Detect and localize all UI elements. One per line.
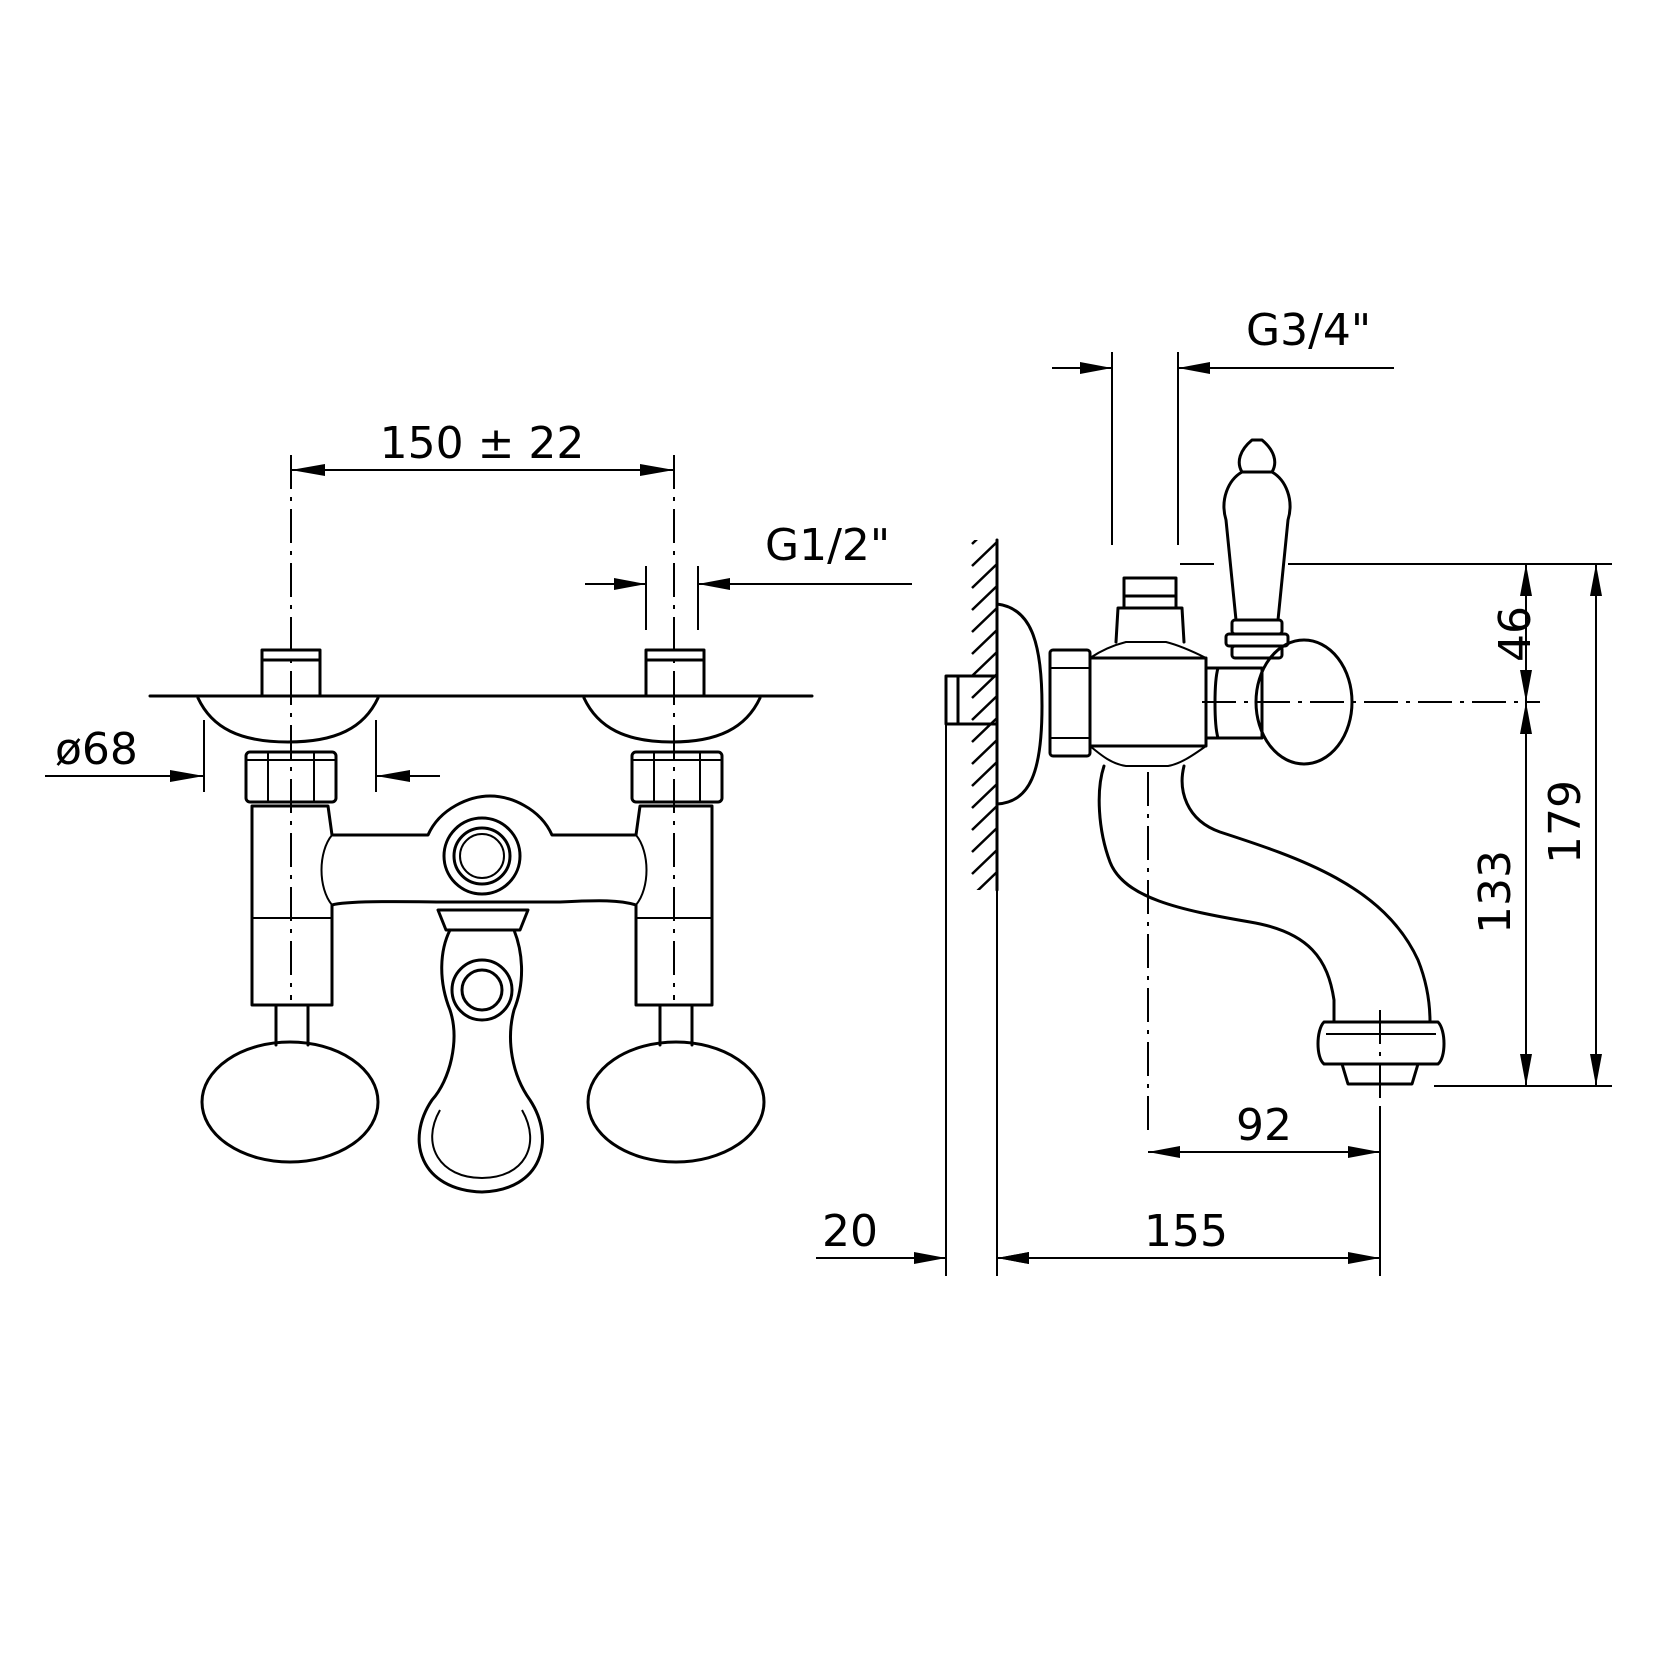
side-wall xyxy=(971,538,999,892)
dim-escutcheon-diameter: ø68 xyxy=(45,720,440,792)
dim-centers: 150 ± 22 xyxy=(291,418,674,476)
dim-centers-label: 150 ± 22 xyxy=(380,418,585,469)
wall-hatching xyxy=(148,694,814,698)
dim-height-total: 179 xyxy=(1540,564,1602,1086)
right-handle-stem xyxy=(658,1003,694,1047)
dim-total-projection-label: 155 xyxy=(1144,1206,1228,1257)
dim-escutcheon-diameter-label: ø68 xyxy=(55,724,138,775)
mixer-body xyxy=(250,794,714,1007)
dim-spout-reach-label: 92 xyxy=(1236,1100,1292,1151)
diverter-knob xyxy=(442,816,522,896)
side-body xyxy=(1088,641,1208,767)
dim-total-projection: 155 xyxy=(997,1206,1380,1264)
dim-escutcheon-depth: 20 xyxy=(816,1206,1029,1264)
dim-height-upper-label: 46 xyxy=(1490,606,1541,662)
dim-height-total-label: 179 xyxy=(1540,780,1591,864)
dim-outlet-thread: G3/4" xyxy=(1052,305,1394,545)
dim-escutcheon-depth-label: 20 xyxy=(822,1206,878,1257)
right-hex-nut xyxy=(630,750,724,804)
side-top-nipple xyxy=(1114,576,1186,644)
left-handle-knob xyxy=(200,1040,380,1164)
lever-handle xyxy=(1222,438,1292,660)
left-escutcheon xyxy=(196,696,380,744)
dim-inlet-thread: G1/2" xyxy=(585,520,912,630)
left-handle-stem xyxy=(274,1003,310,1047)
side-view: G3/4" 46 133 179 xyxy=(816,305,1612,1276)
right-escutcheon xyxy=(582,696,762,744)
right-handle-knob xyxy=(586,1040,766,1164)
dim-height-upper: 46 xyxy=(1490,564,1541,702)
side-hex-nut xyxy=(1048,648,1092,758)
dim-spout-reach: 92 xyxy=(1148,1100,1380,1158)
spout-front xyxy=(417,908,544,1194)
side-escutcheon xyxy=(995,602,1044,806)
front-view: 150 ± 22 G1/2" ø68 xyxy=(45,418,912,1194)
side-spout xyxy=(1097,764,1446,1086)
dim-outlet-thread-label: G3/4" xyxy=(1246,305,1371,356)
dim-inlet-thread-label: G1/2" xyxy=(765,520,890,571)
dim-height-lower-label: 133 xyxy=(1470,850,1521,934)
dim-height-lower: 133 xyxy=(1470,702,1532,1086)
side-inlet-pipe xyxy=(944,674,999,726)
